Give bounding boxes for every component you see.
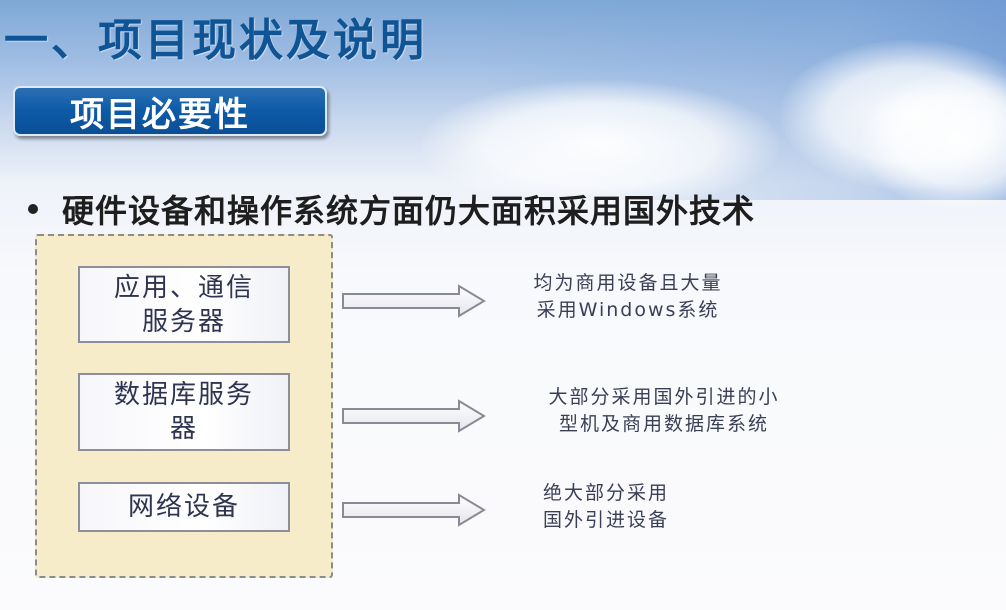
item-description: 绝大部分采用 国外引进设备 <box>516 480 696 534</box>
right-arrow-icon <box>342 284 486 318</box>
item-label-line1: 网络设备 <box>127 492 240 522</box>
item-box-database-server: 数据库服务 器 <box>78 373 290 451</box>
sky-background <box>480 0 1006 200</box>
description-line2: 采用Windows系统 <box>536 299 720 321</box>
bullet-text: 硬件设备和操作系统方面仍大面积采用国外技术 <box>62 192 756 230</box>
right-arrow-icon <box>342 493 486 527</box>
item-label-line1: 数据库服务 <box>113 380 254 410</box>
section-tag-label: 项目必要性 <box>70 94 250 135</box>
section-tag: 项目必要性 <box>13 86 327 136</box>
right-arrow-icon <box>342 399 486 433</box>
bullet-point: 硬件设备和操作系统方面仍大面积采用国外技术 <box>28 186 755 232</box>
description-line1: 绝大部分采用 <box>542 482 669 504</box>
slide-title: 一、项目现状及说明 <box>4 15 427 66</box>
description-line2: 国外引进设备 <box>542 509 669 531</box>
item-label-line2: 服务器 <box>141 306 226 337</box>
description-line1: 均为商用设备且大量 <box>533 272 723 294</box>
item-label-line1: 应用、通信 <box>113 272 254 303</box>
item-box-app-comm-server: 应用、通信 服务器 <box>78 266 290 343</box>
description-line2: 型机及商用数据库系统 <box>558 413 769 435</box>
item-description: 均为商用设备且大量 采用Windows系统 <box>498 270 758 324</box>
item-label-line2: 器 <box>169 414 198 444</box>
description-line1: 大部分采用国外引进的小 <box>548 386 780 408</box>
item-description: 大部分采用国外引进的小 型机及商用数据库系统 <box>504 384 824 438</box>
cloud-decoration <box>780 40 1006 190</box>
cloud-decoration <box>860 70 1006 210</box>
item-box-network-equipment: 网络设备 <box>78 482 290 532</box>
bullet-dot-icon <box>28 204 38 214</box>
